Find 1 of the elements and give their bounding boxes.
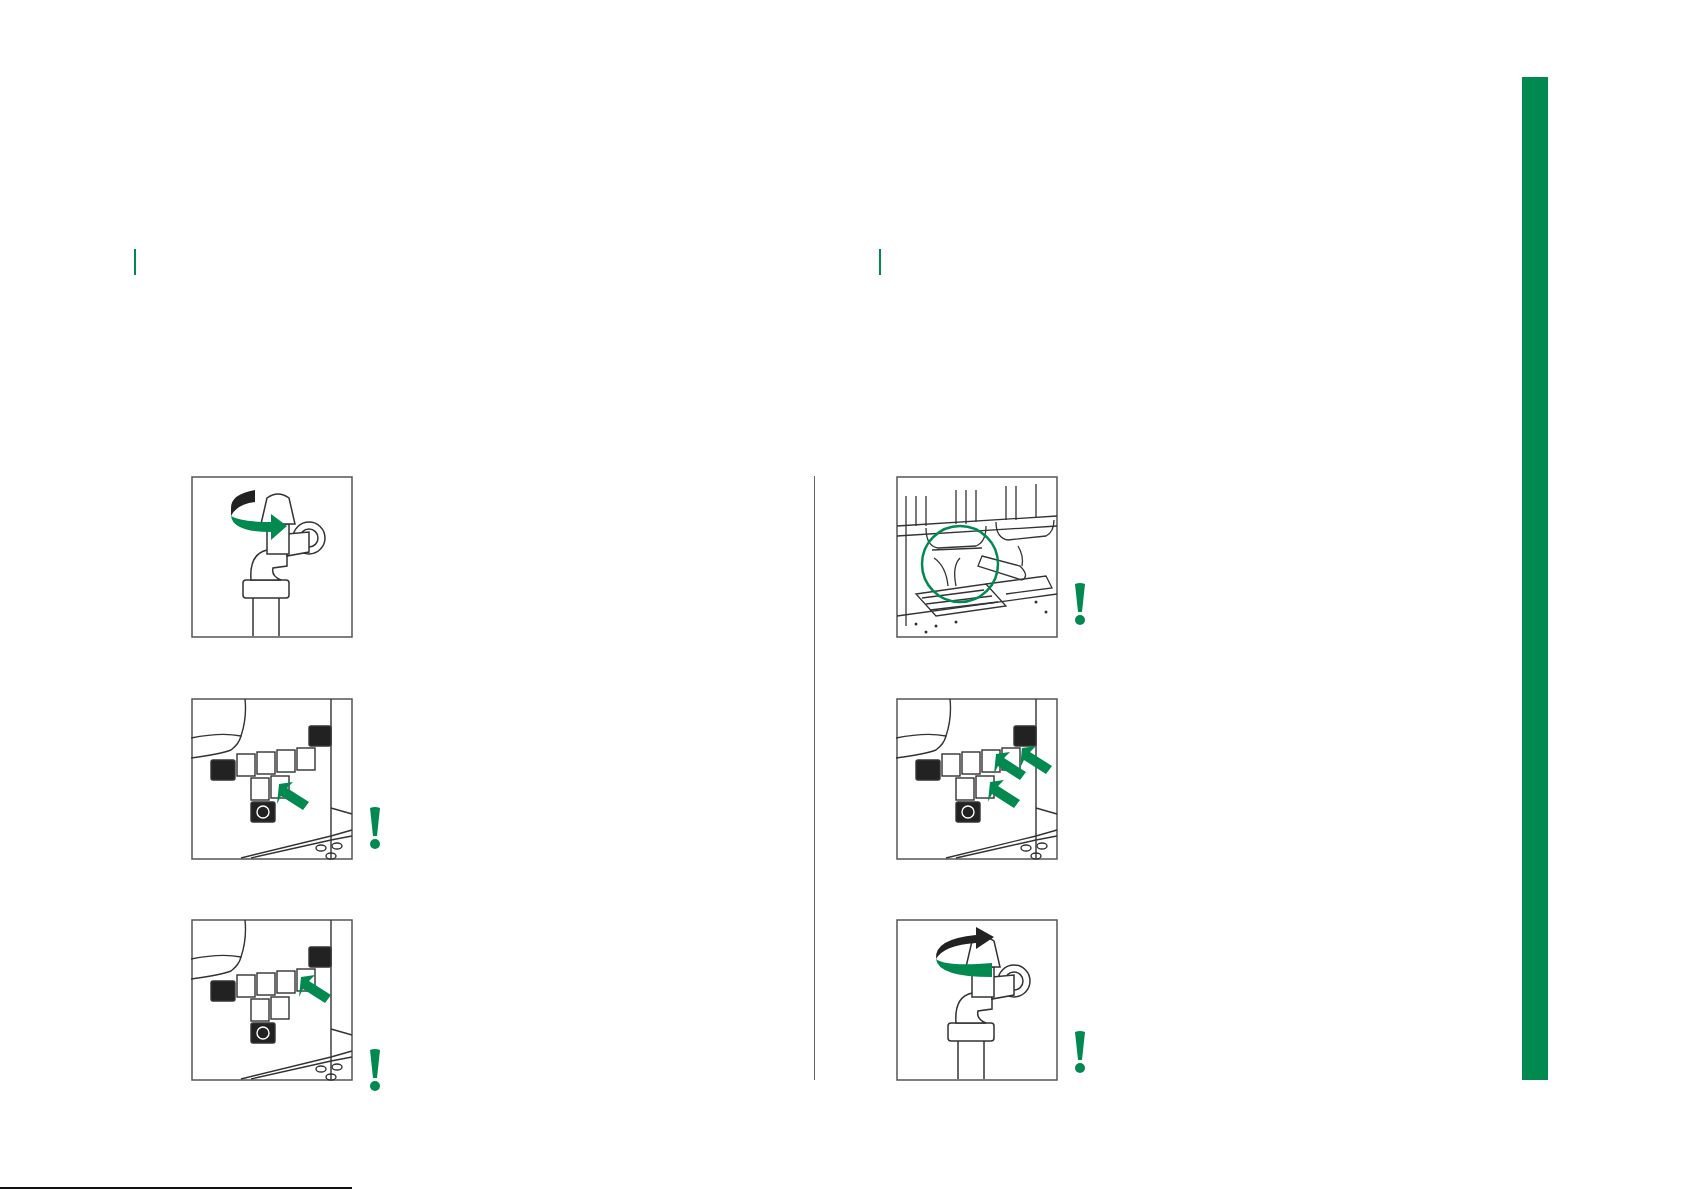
sidebar-band: [1522, 77, 1548, 1080]
